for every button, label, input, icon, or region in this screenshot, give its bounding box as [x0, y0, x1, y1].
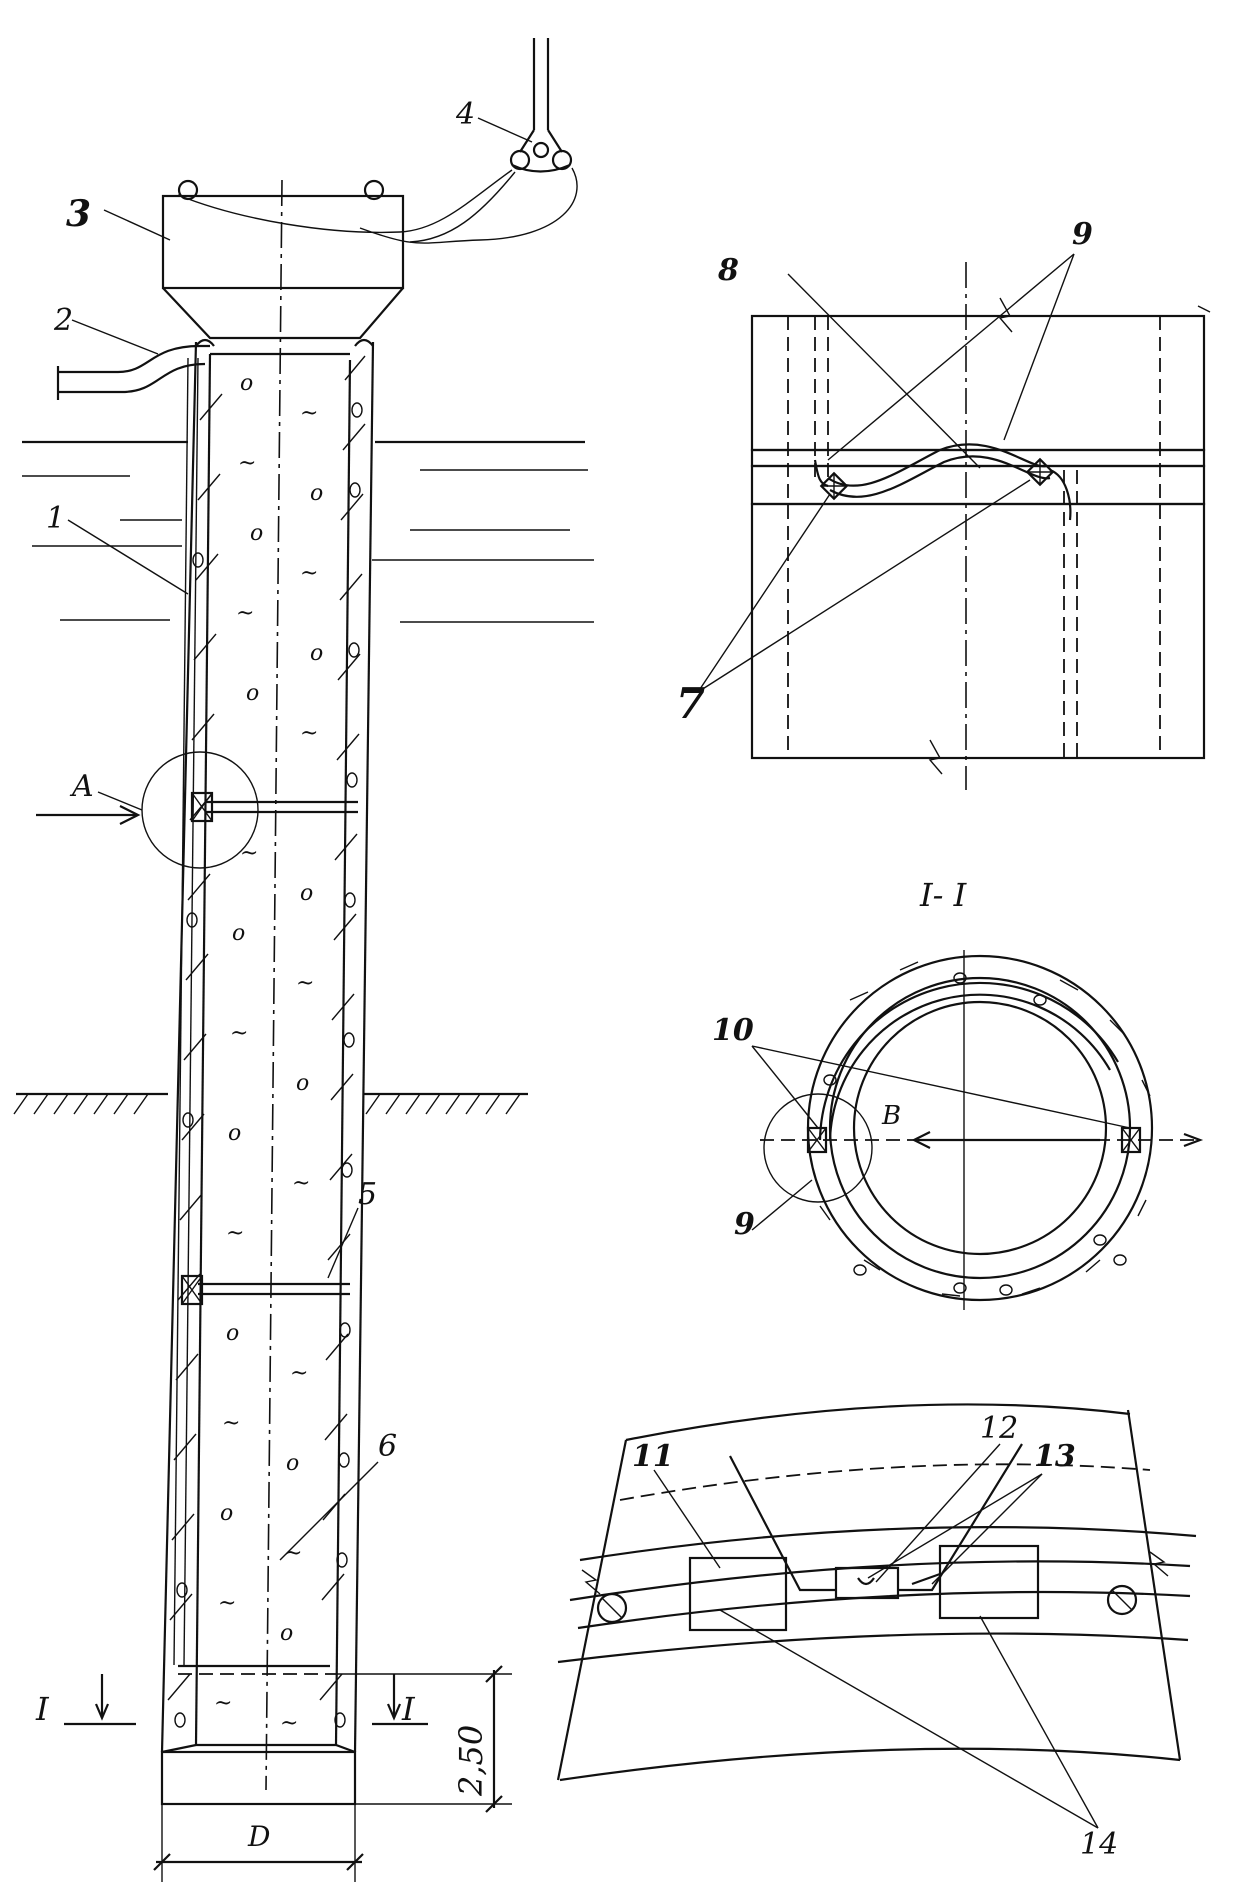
label-10: 10	[712, 1013, 754, 1048]
svg-text:o: o	[296, 1071, 309, 1096]
svg-text:~: ~	[222, 1411, 240, 1436]
label-9-section: 9	[734, 1207, 755, 1242]
label-12: 12	[980, 1411, 1018, 1446]
svg-text:o: o	[310, 481, 323, 506]
section-title: I- I	[919, 876, 968, 914]
svg-text:~: ~	[284, 1541, 302, 1566]
svg-text:~: ~	[236, 601, 254, 626]
svg-text:o: o	[232, 921, 245, 946]
svg-text:~: ~	[296, 971, 314, 996]
svg-text:~: ~	[290, 1361, 308, 1386]
detail-a-marker	[36, 751, 259, 869]
svg-text:o: o	[286, 1451, 299, 1476]
section-marks	[64, 1674, 428, 1726]
svg-text:~: ~	[214, 1691, 232, 1716]
svg-text:~: ~	[300, 401, 318, 426]
svg-text:~: ~	[300, 721, 318, 746]
label-detail-a: A	[69, 769, 94, 804]
joint-detail: 8 9 7	[676, 217, 1211, 790]
label-13: 13	[1034, 1439, 1076, 1474]
label-8: 8	[717, 253, 739, 288]
svg-text:~: ~	[218, 1591, 236, 1616]
svg-text:~: ~	[300, 561, 318, 586]
svg-text:o: o	[250, 521, 263, 546]
label-section-left: I	[35, 1690, 50, 1728]
label-2: 2	[53, 303, 73, 338]
label-11: 11	[632, 1439, 674, 1474]
label-14: 14	[1080, 1827, 1118, 1862]
label-1: 1	[46, 501, 65, 536]
pile-elevation: o ~ ~ o o ~ ~ o o ~ ~ o o ~ ~ o o ~ ~ o …	[13, 38, 594, 1882]
svg-text:~: ~	[292, 1171, 310, 1196]
svg-text:o: o	[228, 1121, 241, 1146]
label-9-top: 9	[1072, 217, 1093, 252]
label-dim-height: 2,50	[452, 1725, 490, 1797]
dimension-lines	[153, 1665, 512, 1882]
label-6: 6	[378, 1429, 397, 1464]
svg-text:~: ~	[230, 1021, 248, 1046]
svg-text:o: o	[240, 371, 253, 396]
svg-text:o: o	[310, 641, 323, 666]
label-3: 3	[66, 193, 91, 235]
label-4: 4	[455, 97, 475, 132]
svg-text:~: ~	[280, 1711, 298, 1736]
svg-text:o: o	[226, 1321, 239, 1346]
pile-body	[160, 179, 375, 1806]
label-section-right: I	[401, 1690, 416, 1728]
label-dim-diameter: D	[247, 1820, 270, 1853]
concrete-hopper	[161, 179, 405, 340]
water-and-ground	[13, 440, 594, 1115]
lifting-hook	[177, 38, 578, 244]
label-detail-b: B	[881, 1101, 901, 1131]
svg-text:o: o	[280, 1621, 293, 1646]
label-7: 7	[676, 679, 705, 728]
feed-pipe	[56, 344, 210, 400]
svg-text:~: ~	[226, 1221, 244, 1246]
svg-text:o: o	[300, 881, 313, 906]
concrete-texture: o ~ ~ o o ~ ~ o o ~ ~ o o ~ ~ o o ~ ~ o …	[167, 355, 366, 1736]
leader-lines	[67, 117, 533, 1561]
svg-text:o: o	[220, 1501, 233, 1526]
section-view: I- I 10 9 B	[712, 876, 1204, 1310]
svg-text:~: ~	[238, 451, 256, 476]
svg-text:~: ~	[240, 841, 258, 866]
joint-cross-detail: 11 12 13 14	[556, 1403, 1197, 1862]
label-5: 5	[358, 1177, 377, 1212]
svg-text:o: o	[246, 681, 259, 706]
